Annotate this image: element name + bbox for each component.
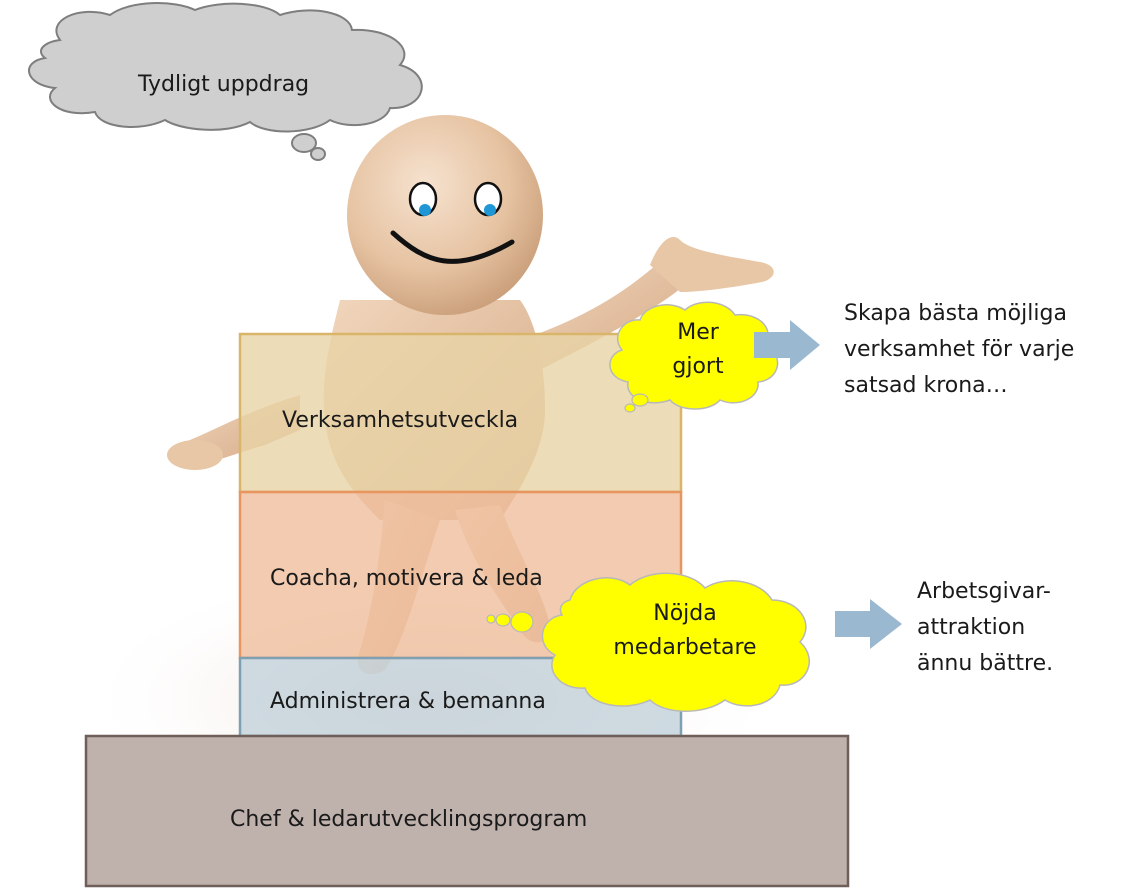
base-label: Chef & ledarutvecklingsprogram bbox=[230, 803, 587, 837]
callout-dot-2a bbox=[511, 612, 533, 632]
layer-label-verksamhetsutveckla: Verksamhetsutveckla bbox=[282, 404, 518, 438]
layer-label-administrera: Administrera & bemanna bbox=[270, 685, 546, 719]
result-1-line-1: Skapa bästa möjliga bbox=[844, 297, 1067, 331]
thought-dot-2 bbox=[311, 148, 325, 160]
result-2-line-3: ännu bättre. bbox=[917, 647, 1053, 681]
result-2-line-2: attraktion bbox=[917, 611, 1025, 645]
thought-bubble-text: Tydligt uppdrag bbox=[138, 68, 309, 102]
layer-label-coacha: Coacha, motivera & leda bbox=[270, 562, 543, 596]
result-1-line-3: satsad krona… bbox=[844, 369, 1008, 403]
callout-1-line-2: gjort bbox=[658, 350, 738, 384]
callout-dot-1a bbox=[632, 394, 648, 406]
result-2-line-1: Arbetsgivar- bbox=[917, 575, 1051, 609]
callout-1-line-1: Mer bbox=[658, 316, 738, 350]
callout-dot-1b bbox=[625, 404, 635, 412]
callout-2-line-2: medarbetare bbox=[600, 631, 770, 665]
right-pupil bbox=[484, 204, 496, 216]
result-1-line-2: verksamhet för varje bbox=[844, 333, 1074, 367]
callout-dot-2b bbox=[496, 614, 510, 626]
head bbox=[347, 115, 543, 315]
left-pupil bbox=[419, 204, 431, 216]
callout-2-line-1: Nöjda bbox=[600, 597, 770, 631]
callout-dot-2c bbox=[487, 615, 495, 623]
left-hand bbox=[167, 440, 223, 470]
arrow-2 bbox=[835, 599, 902, 649]
